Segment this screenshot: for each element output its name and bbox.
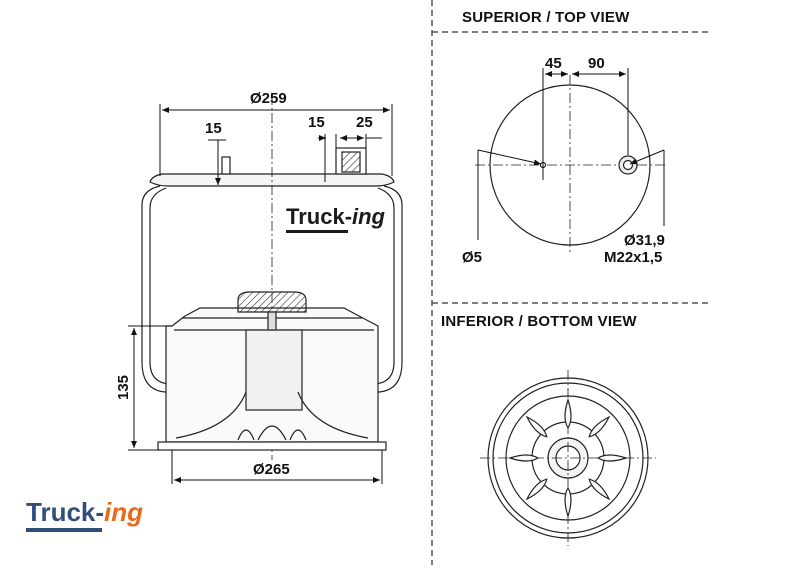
side-view-dimensions [128,104,393,484]
dim-pin-left: 15 [205,120,222,137]
side-view [141,95,403,460]
port-circle-inner [622,159,634,171]
svg-text:Truck-: Truck- [26,497,104,527]
svg-text:Truck-: Truck- [286,204,352,229]
brand-logo: Truck- ing [26,497,143,532]
dim-offset-45: 45 [545,55,562,72]
top-view-dimensions [477,68,665,240]
top-view-title: SUPERIOR / TOP VIEW [462,9,630,26]
bellows-logo: Truck- ing [286,204,386,233]
dim-port-width: 25 [356,114,373,131]
bottom-view-title: INFERIOR / BOTTOM VIEW [441,313,637,330]
brand-underline [26,528,102,532]
dim-top-diameter: Ø259 [250,90,287,107]
dim-port-diameter: Ø31,9 [624,232,665,249]
dim-height: 135 [115,375,132,400]
bumper [237,291,307,313]
bottom-view [480,370,656,546]
dim-pin-right: 15 [308,114,325,131]
dim-thread: M22x1,5 [604,249,662,266]
divider-lines [431,0,712,565]
svg-text:ing: ing [352,204,386,229]
top-view [475,75,665,255]
radial-ribs [508,398,628,518]
bellows [141,185,403,393]
pin-left [221,156,231,175]
dim-bottom-diameter: Ø265 [253,461,290,478]
dim-hole-diameter: Ø5 [462,249,482,266]
dim-offset-90: 90 [588,55,605,72]
svg-text:ing: ing [104,497,143,527]
